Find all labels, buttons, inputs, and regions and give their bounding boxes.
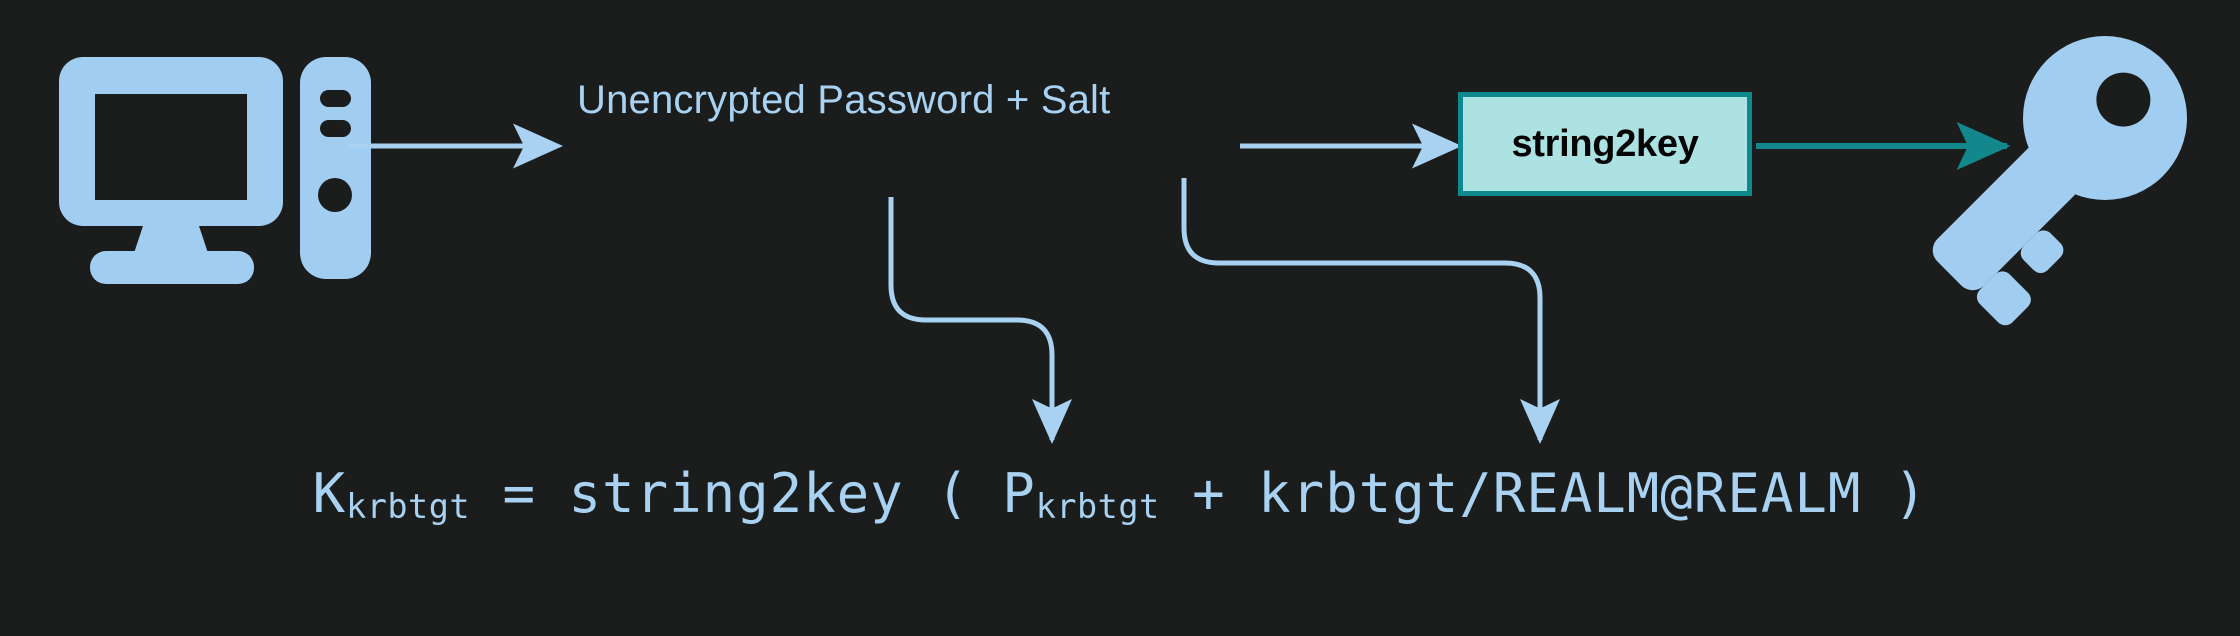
formula-arg1-symbol: P [1002, 462, 1036, 525]
formula-close-paren: ) [1893, 462, 1928, 525]
key-icon [1932, 35, 2187, 326]
formula-function-name: string2key [568, 462, 904, 525]
computer-desktop-icon [59, 57, 371, 284]
formula-krbtgt-key-derivation: Kkrbtgt = string2key ( Pkrbtgt + krbtgt/… [0, 462, 2240, 527]
connector-salt-to-formula-salt [1181, 178, 1560, 445]
string2key-box[interactable]: string2key [1458, 92, 1752, 196]
formula-lhs-subscript: krbtgt [346, 487, 470, 527]
connector-password-to-formula-password [888, 197, 1072, 445]
formula-plus: + [1192, 462, 1226, 525]
formula-arg1-subscript: krbtgt [1035, 487, 1160, 527]
string2key-box-label: string2key [1511, 122, 1699, 165]
formula-arg2: krbtgt/REALM@REALM [1258, 462, 1862, 525]
formula-open-paren: ( [936, 462, 970, 525]
formula-lhs-symbol: K [312, 462, 347, 525]
formula-equals: = [502, 462, 537, 525]
label-unencrypted-password-salt: Unencrypted Password + Salt [577, 78, 1111, 122]
